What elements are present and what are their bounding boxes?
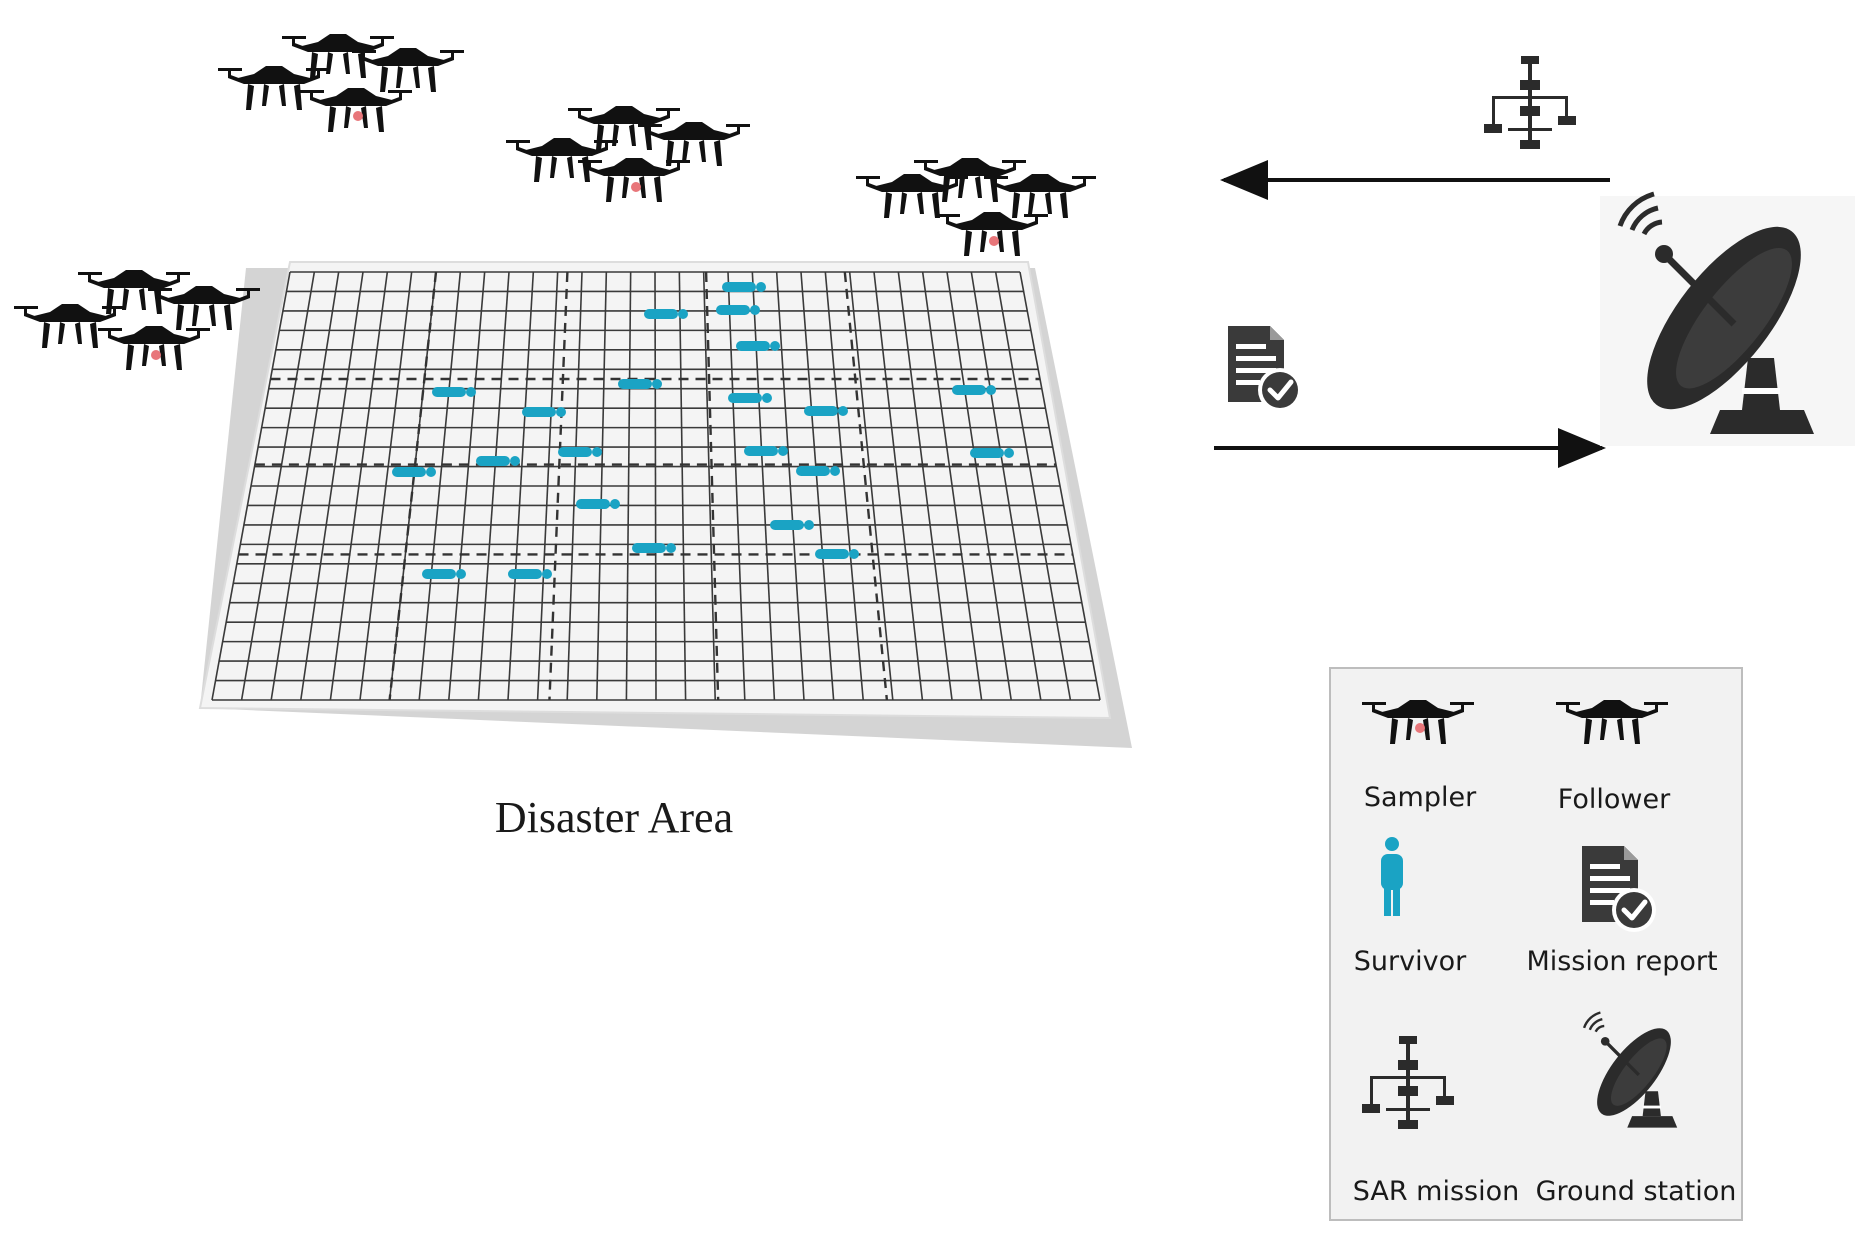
sampler-drone-icon <box>936 212 1048 256</box>
survivor-icon <box>728 393 772 403</box>
survivor-icon <box>722 282 766 292</box>
survivor-icon <box>744 446 788 456</box>
legend-box <box>1329 667 1743 1221</box>
follower-drone-icon <box>78 270 190 314</box>
follower-drone-icon <box>856 174 968 218</box>
survivor-icon <box>952 385 996 395</box>
follower-drone-icon <box>984 174 1096 218</box>
survivor-icon <box>422 569 466 579</box>
follower-drone-icon <box>914 158 1026 202</box>
survivor-icon <box>644 309 688 319</box>
legend-label-sar-mission: SAR mission <box>1353 1176 1520 1207</box>
drone-swarm-1 <box>218 34 464 132</box>
survivor-icon <box>476 456 520 466</box>
survivor-icon <box>508 569 552 579</box>
sampler-marker <box>151 350 161 360</box>
legend: Sampler Follower Survivor Mission report… <box>1329 667 1743 1221</box>
survivor-icon <box>716 305 760 315</box>
survivor-icon <box>815 549 859 559</box>
sampler-marker <box>631 182 641 192</box>
follower-drone-icon <box>568 106 680 150</box>
drone-swarm-3 <box>856 158 1096 256</box>
disaster-area-caption: Disaster Area <box>495 793 733 842</box>
survivor-icon <box>618 379 662 389</box>
sampler-drone-icon <box>98 326 210 370</box>
sampler-marker <box>353 111 363 121</box>
survivor-icon <box>522 407 566 417</box>
sampler-drone-icon <box>300 88 412 132</box>
follower-drone-icon <box>282 34 394 78</box>
survivor-icon <box>804 406 848 416</box>
follower-drone-icon <box>352 48 464 92</box>
survivor-icon <box>558 447 602 457</box>
follower-drone-icon <box>638 122 750 166</box>
legend-label-survivor: Survivor <box>1354 946 1467 977</box>
survivor-icon <box>770 520 814 530</box>
legend-label-follower: Follower <box>1558 784 1671 815</box>
sampler-drone-icon <box>578 158 690 202</box>
survivor-icon <box>632 543 676 553</box>
legend-label-ground-station: Ground station <box>1536 1176 1737 1207</box>
legend-label-mission-report: Mission report <box>1526 946 1717 977</box>
sampler-marker <box>989 236 999 246</box>
sampler-marker <box>1415 723 1425 733</box>
survivor-icon <box>432 387 476 397</box>
survivor-icon <box>796 466 840 476</box>
drone-swarm-2 <box>506 106 750 202</box>
legend-label-sampler: Sampler <box>1364 782 1477 813</box>
disaster-area-map <box>198 261 1132 748</box>
survivor-icon <box>970 448 1014 458</box>
survivor-icon <box>392 467 436 477</box>
survivor-icon <box>576 499 620 509</box>
drone-swarm-4 <box>14 270 260 370</box>
survivor-icon <box>736 341 780 351</box>
mission-report-icon <box>1228 326 1302 412</box>
sar-mission-icon <box>1484 56 1576 149</box>
